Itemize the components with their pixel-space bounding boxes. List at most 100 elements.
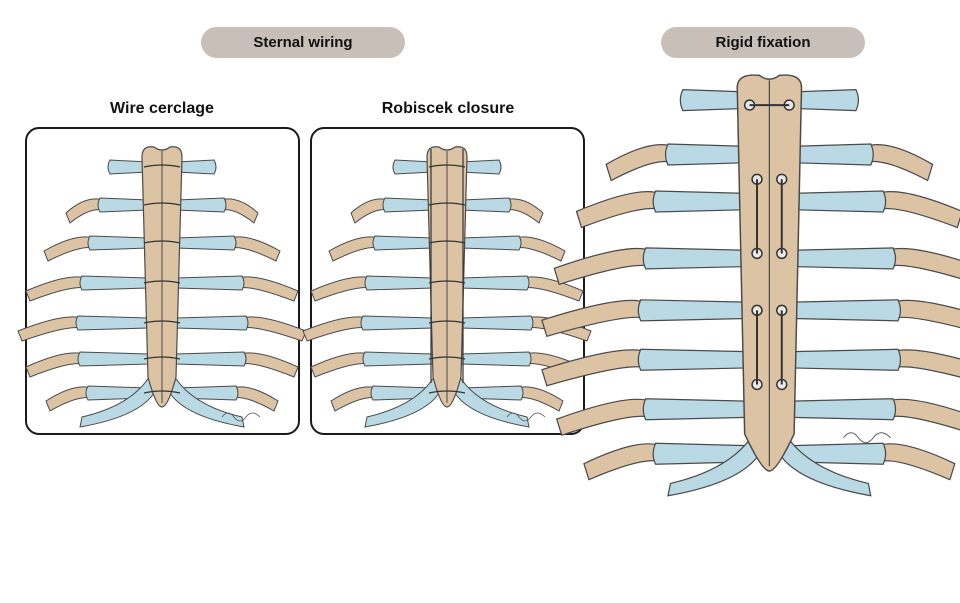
rib-cartilage (642, 398, 753, 421)
rigid-fixation-label: Rigid fixation (715, 34, 811, 51)
rib-bone (43, 236, 95, 262)
rib-bone (17, 316, 83, 342)
rib-bone (575, 191, 662, 229)
rib-bone (887, 398, 960, 431)
artist-signature (843, 432, 891, 444)
rib-cartilage (664, 143, 753, 166)
rib-cartilage (679, 89, 753, 112)
rib-cartilage (786, 89, 860, 112)
rib-cartilage (107, 159, 149, 175)
sternal-wire (143, 240, 181, 244)
rib-cartilage (786, 442, 887, 465)
rib-cartilage (79, 275, 149, 291)
wire-cerclage-title: Wire cerclage (110, 100, 214, 117)
rib-cartilage (637, 299, 753, 322)
rib-cartilage (460, 315, 534, 331)
rib-bone (25, 276, 87, 302)
sternal-wire (428, 164, 466, 168)
rib-cartilage (175, 197, 227, 213)
rib-bone (541, 299, 647, 338)
sternal-wire (143, 320, 181, 324)
costal-margin (667, 416, 766, 497)
sternal-wiring-label: Sternal wiring (253, 34, 353, 51)
robiscek-closure-title: Robiscek closure (381, 100, 515, 117)
rib-cartilage (372, 235, 434, 251)
rib-cartilage (786, 299, 902, 322)
rib-bone (605, 143, 674, 182)
rib-bone (555, 398, 652, 436)
rib-cartilage (642, 247, 753, 270)
rib-bone (514, 236, 566, 262)
rib-cartilage (75, 315, 149, 331)
rib-cartilage (637, 348, 753, 371)
rib-bone (522, 276, 584, 302)
rib-bone (504, 198, 544, 224)
rib-bone (865, 143, 934, 182)
rib-bone (583, 443, 662, 481)
rib-bone (310, 276, 372, 302)
rib-bone (241, 316, 307, 342)
rigid-fixation-ribcage-illustration (541, 74, 960, 497)
rigid-fixation-header: Rigid fixation (661, 27, 865, 58)
rib-cartilage (175, 351, 247, 367)
rib-bone (25, 352, 85, 378)
costal-margin (773, 416, 872, 497)
robiscek-ribcage-illustration (302, 146, 592, 428)
rib-bone (45, 386, 93, 412)
sternal-wire (428, 356, 466, 360)
costal-margin (165, 362, 245, 428)
rib-bone (239, 352, 299, 378)
rib-cartilage (652, 190, 753, 213)
rib-cartilage (460, 197, 512, 213)
rib-cartilage (364, 275, 434, 291)
rib-cartilage (460, 235, 522, 251)
rib-bone (877, 443, 956, 481)
rib-cartilage (97, 197, 149, 213)
rib-bone (229, 236, 281, 262)
rib-cartilage (175, 275, 245, 291)
rib-bone (310, 352, 370, 378)
rib-cartilage (786, 143, 874, 166)
artist-signature (221, 412, 261, 422)
rib-bone (553, 247, 652, 286)
rib-cartilage (652, 442, 753, 465)
rib-bone (516, 386, 564, 412)
ribcage-group (302, 146, 592, 428)
sternal-wire (428, 202, 466, 206)
rib-bone (892, 299, 960, 329)
wire-cerclage-ribcage-illustration (17, 146, 307, 428)
costal-margin (79, 362, 159, 428)
rib-bone (541, 349, 647, 387)
rib-cartilage (175, 235, 237, 251)
sternal-wire (143, 164, 181, 168)
rib-bone (328, 236, 380, 262)
rib-bone (65, 198, 105, 224)
rib-cartilage (786, 398, 897, 421)
sternal-wiring-header: Sternal wiring (201, 27, 405, 58)
rib-cartilage (460, 275, 530, 291)
rib-bone (330, 386, 378, 412)
rib-cartilage (382, 197, 434, 213)
rib-cartilage (77, 351, 149, 367)
rib-cartilage (362, 351, 434, 367)
rib-cartilage (87, 235, 149, 251)
sternal-wire (143, 280, 181, 284)
sternal-wire (428, 240, 466, 244)
artist-signature (506, 412, 546, 422)
rib-cartilage (460, 351, 532, 367)
rib-bone (892, 349, 960, 378)
rib-bone (350, 198, 390, 224)
rib-bone (887, 247, 960, 280)
sternal-wire (428, 280, 466, 284)
rib-cartilage (786, 348, 902, 371)
sternal-wire (428, 320, 466, 324)
rib-bone (877, 191, 960, 229)
sternal-wire (428, 390, 466, 394)
rib-cartilage (392, 159, 434, 175)
rib-cartilage (360, 315, 434, 331)
rib-cartilage (786, 190, 887, 213)
rib-cartilage (175, 315, 249, 331)
costal-margin (364, 362, 444, 428)
rib-cartilage (460, 159, 502, 175)
rib-bone (219, 198, 259, 224)
